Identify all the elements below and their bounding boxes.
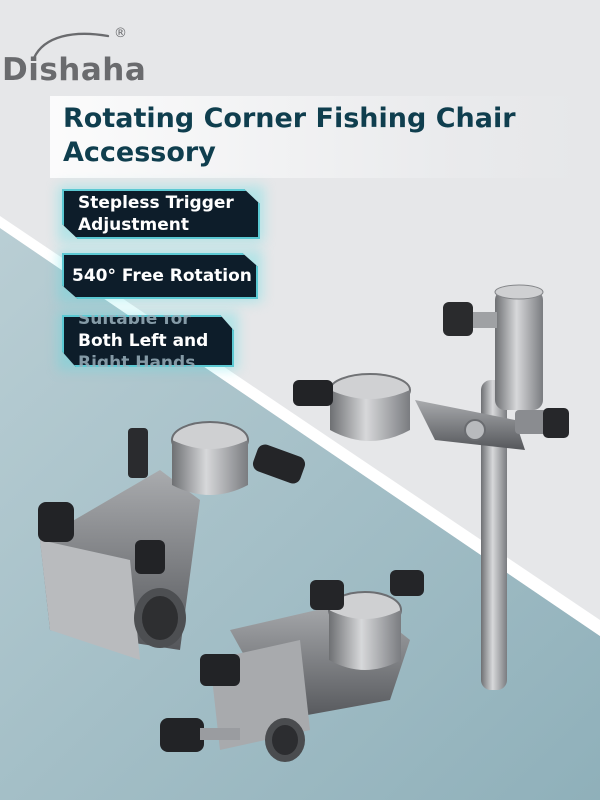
feature-text: 540° Free Rotation bbox=[72, 266, 252, 286]
headline-band bbox=[50, 96, 580, 178]
product-side-clamp-image bbox=[38, 421, 306, 660]
brand-name: Dishaha bbox=[2, 52, 147, 88]
feature-text: Adjustment bbox=[78, 215, 189, 235]
feature-text: Suitable for bbox=[78, 309, 191, 329]
feature-text: Both Left and bbox=[78, 331, 209, 351]
headline-line-2: Accessory bbox=[63, 137, 216, 168]
feature-text: Stepless Trigger bbox=[78, 193, 234, 213]
product-pole-clamp-image bbox=[293, 284, 569, 690]
product-corner-clamp-image bbox=[160, 570, 424, 762]
headline-line-1: Rotating Corner Fishing Chair bbox=[63, 103, 516, 134]
page-title: Rotating Corner Fishing Chair Accessory bbox=[63, 102, 583, 170]
feature-badge-rotation: 540° Free Rotation bbox=[62, 253, 258, 299]
registered-mark: ® bbox=[114, 26, 127, 41]
feature-text: Right Hands bbox=[78, 353, 196, 373]
feature-badge-hands: Suitable for Both Left and Right Hands bbox=[62, 315, 234, 367]
brand-swoosh-icon bbox=[32, 32, 110, 60]
brand-logo: ® Dishaha bbox=[2, 26, 172, 100]
feature-badge-stepless: Stepless Trigger Adjustment bbox=[62, 189, 260, 239]
